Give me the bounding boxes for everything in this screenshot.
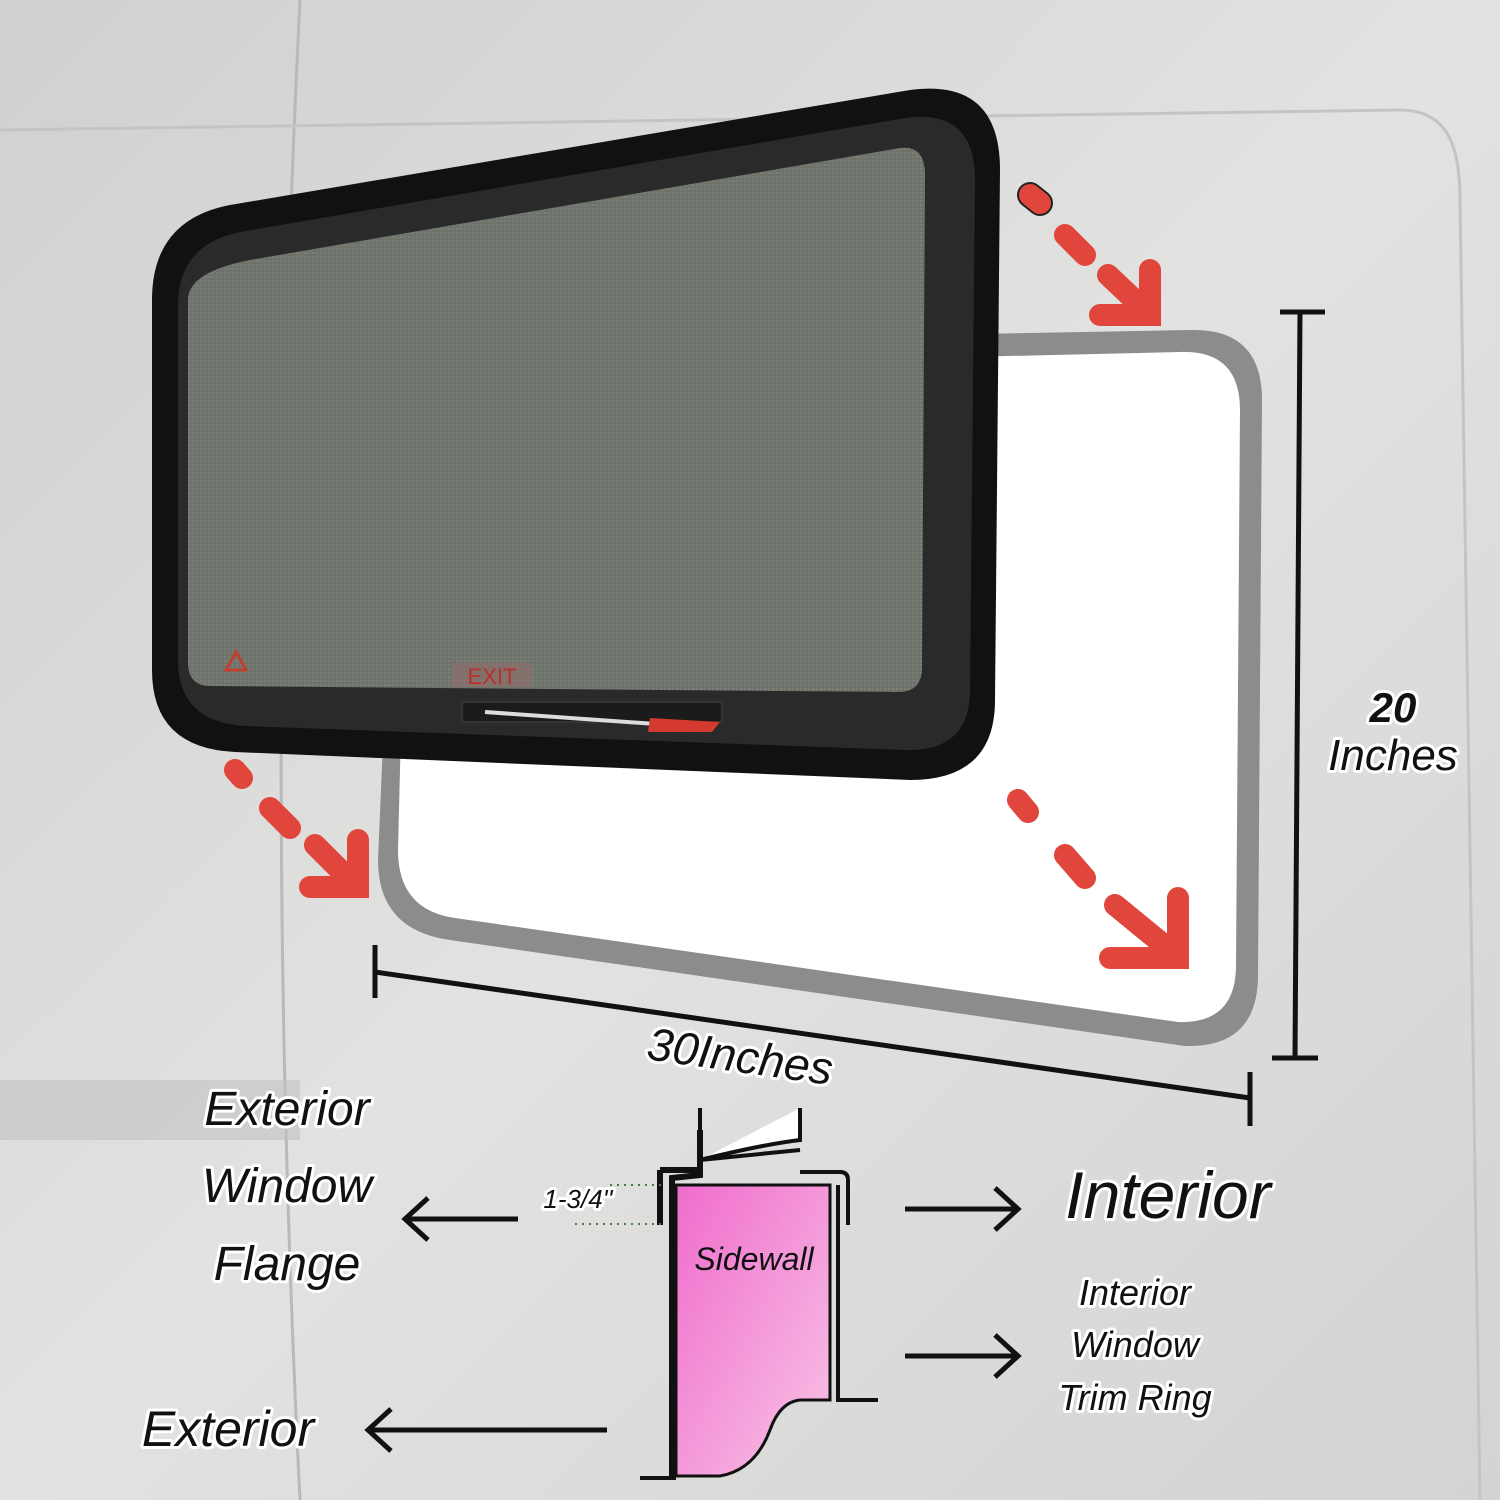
height-unit: Inches [1328,731,1458,780]
exterior-flange [657,1130,703,1476]
window-latch-bar [461,701,723,723]
exit-label: EXIT [468,664,517,689]
exterior-flange-label-2: Window [202,1160,376,1213]
trim-ring [640,1170,878,1480]
arrow-bottom-left [224,759,369,898]
arrow-right-interior [905,1186,1022,1232]
arrow-left-flange [401,1196,518,1242]
flange-measure: 1-3/4'' [543,1184,613,1214]
exterior-flange-label-3: Flange [214,1238,361,1291]
width-dimension-line [372,945,1253,1126]
window-latch-handle [648,718,720,732]
arrow-right-trim [905,1333,1022,1379]
warning-triangle-icon [223,648,249,672]
sidewall [674,1183,832,1478]
van-window-edge [0,108,1482,1500]
interior-label: Interior [1065,1158,1273,1232]
sidewall-label: Sidewall [694,1241,814,1277]
trim-ring-label-1: Interior [1079,1272,1193,1313]
trim-ring-label-3: Trim Ring [1058,1377,1211,1418]
exterior-flange-label-1: Exterior [204,1083,371,1136]
rv-window: EXIT [152,88,1000,781]
cross-section-diagram: Sidewall [575,1108,878,1480]
window-glass [188,147,925,692]
height-dimension-line [1272,309,1325,1061]
arrow-top-right [1017,182,1161,326]
arrow-bottom-right [1007,789,1189,969]
van-trim-strip [0,1080,300,1140]
exterior-label: Exterior [142,1401,317,1457]
arrow-left-exterior [364,1407,607,1453]
exit-sticker [452,663,532,687]
window-latch-rod [484,710,671,727]
window-profile [698,1108,802,1162]
height-value: 20 [1369,684,1417,731]
trim-ring-label-2: Window [1071,1324,1201,1365]
